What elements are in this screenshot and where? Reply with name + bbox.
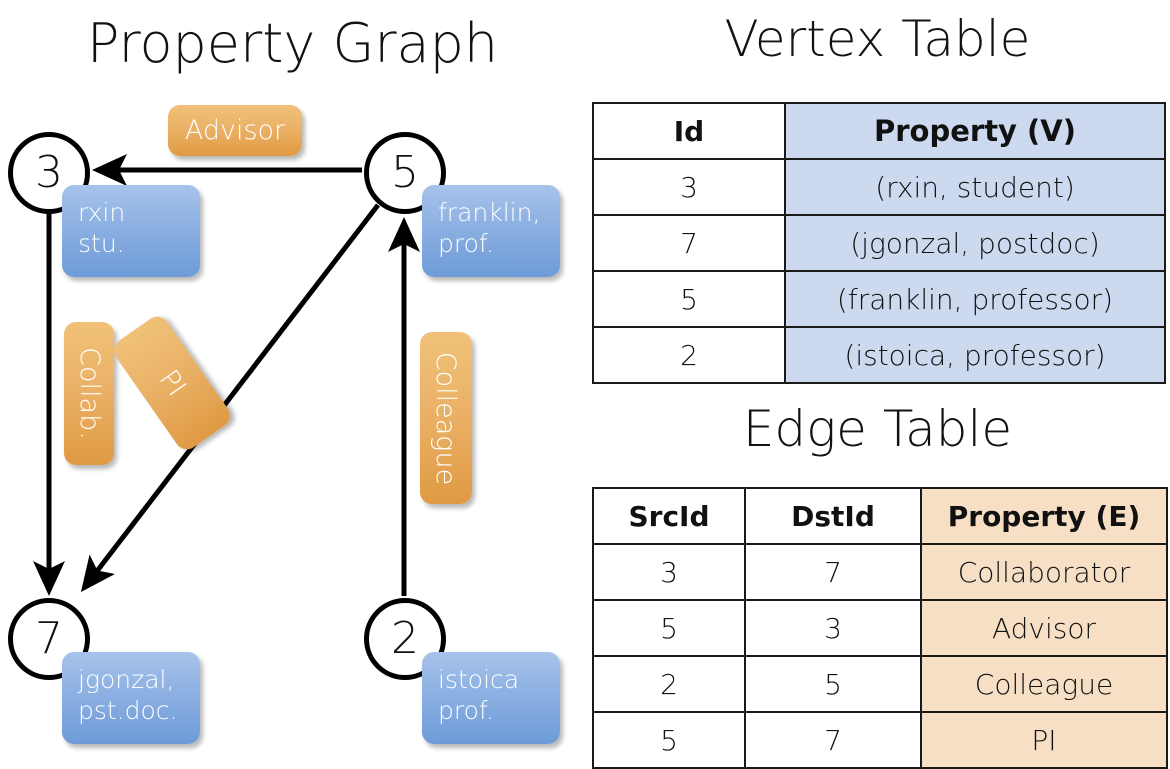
graph-node-3-label: 3: [35, 147, 63, 198]
vertex-property-box-3: rxin stu.: [62, 185, 200, 277]
edge-line-5-to-7: [80, 203, 380, 592]
edge-row-2-property: Colleague: [920, 655, 1168, 713]
table-row: 2 5 Colleague: [592, 655, 1168, 713]
edge-property-pi-label: PI: [152, 364, 192, 402]
vertex-property-box-5: franklin, prof.: [422, 185, 560, 277]
edge-property-colleague-label: Colleague: [430, 351, 462, 485]
edge-row-2-dst: 5: [744, 655, 922, 713]
vertex-row-1-id: 7: [592, 214, 786, 272]
vertex-row-2-id: 5: [592, 270, 786, 328]
edge-table-header-dstid: DstId: [744, 487, 922, 545]
table-row: 3 (rxin, student): [592, 158, 1166, 216]
edge-table: SrcId DstId Property (E) 3 7 Collaborato…: [592, 487, 1168, 769]
graph-node-7-label: 7: [35, 613, 63, 664]
edge-row-2-src: 2: [592, 655, 746, 713]
vertex-row-0-id: 3: [592, 158, 786, 216]
edge-property-box-collab: Collab.: [64, 322, 114, 465]
property-graph-diagram: 3 5 7 2 rxin stu. franklin, prof. jgonza…: [0, 0, 585, 760]
edge-row-1-property: Advisor: [920, 599, 1168, 657]
page-title-property-graph: Property Graph: [86, 12, 499, 75]
edge-property-box-advisor: Advisor: [168, 105, 302, 156]
edge-row-3-dst: 7: [744, 711, 922, 769]
vertex-property-7-line2: pst.doc.: [78, 696, 178, 725]
table-row: 5 7 PI: [592, 711, 1168, 769]
graph-edges-layer: [33, 154, 420, 596]
edge-row-0-property: Collaborator: [920, 543, 1168, 601]
table-row: 5 (franklin, professor): [592, 270, 1166, 328]
page-title-vertex-table: Vertex Table: [724, 10, 1031, 68]
edge-row-3-src: 5: [592, 711, 746, 769]
vertex-property-7-line1: jgonzal,: [78, 665, 175, 694]
vertex-row-0-property: (rxin, student): [784, 158, 1166, 216]
vertex-table-header-row: Id Property (V): [592, 102, 1166, 160]
edge-row-0-src: 3: [592, 543, 746, 601]
graph-node-2-label: 2: [391, 613, 419, 664]
edge-table-header-property: Property (E): [920, 487, 1168, 545]
graph-node-5[interactable]: 5: [364, 132, 446, 214]
vertex-row-2-property: (franklin, professor): [784, 270, 1166, 328]
table-row: 2 (istoica, professor): [592, 326, 1166, 384]
vertex-table-header-id: Id: [592, 102, 786, 160]
vertex-property-3-line1: rxin: [78, 198, 126, 227]
vertex-property-box-2: istoica prof.: [422, 652, 560, 744]
vertex-row-3-property: (istoica, professor): [784, 326, 1166, 384]
edge-property-advisor-label: Advisor: [184, 115, 286, 146]
table-row: 7 (jgonzal, postdoc): [592, 214, 1166, 272]
table-row: 3 7 Collaborator: [592, 543, 1168, 601]
graph-node-2[interactable]: 2: [364, 598, 446, 680]
table-row: 5 3 Advisor: [592, 599, 1168, 657]
vertex-property-2-line2: prof.: [438, 696, 494, 725]
vertex-table-header-property: Property (V): [784, 102, 1166, 160]
vertex-property-box-7: jgonzal, pst.doc.: [62, 652, 200, 744]
vertex-property-3-line2: stu.: [78, 229, 125, 258]
vertex-row-1-property: (jgonzal, postdoc): [784, 214, 1166, 272]
vertex-property-5-line1: franklin,: [438, 198, 541, 227]
vertex-property-5-line2: prof.: [438, 229, 494, 258]
edge-row-0-dst: 7: [744, 543, 922, 601]
edge-property-box-colleague: Colleague: [420, 332, 472, 504]
edge-row-1-src: 5: [592, 599, 746, 657]
edge-table-header-row: SrcId DstId Property (E): [592, 487, 1168, 545]
vertex-row-3-id: 2: [592, 326, 786, 384]
vertex-property-2-line1: istoica: [438, 665, 520, 694]
graph-node-5-label: 5: [391, 147, 419, 198]
edge-table-header-srcid: SrcId: [592, 487, 746, 545]
page-title-edge-table: Edge Table: [742, 400, 1013, 458]
edge-property-collab-label: Collab.: [73, 347, 105, 440]
edge-row-1-dst: 3: [744, 599, 922, 657]
vertex-table: Id Property (V) 3 (rxin, student) 7 (jgo…: [592, 102, 1166, 384]
